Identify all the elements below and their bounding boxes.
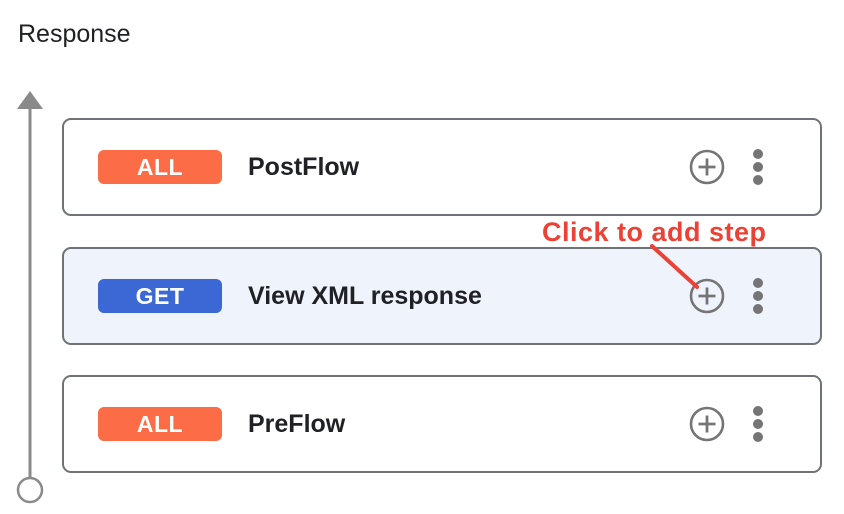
add-step-button[interactable] <box>688 405 726 443</box>
add-step-button[interactable] <box>688 277 726 315</box>
timeline-start-circle <box>16 476 44 504</box>
flow-card-preflow[interactable]: ALL PreFlow <box>62 375 822 473</box>
flow-name: View XML response <box>248 281 482 310</box>
plus-circle-icon <box>688 149 726 189</box>
flow-card-postflow[interactable]: ALL PostFlow <box>62 118 822 216</box>
annotation-pointer-line <box>650 244 699 289</box>
method-badge: ALL <box>98 150 222 184</box>
flow-timeline-arrow <box>16 91 44 504</box>
more-options-button[interactable] <box>752 147 764 187</box>
arrow-up-icon <box>17 91 43 109</box>
method-badge: ALL <box>98 407 222 441</box>
more-options-button[interactable] <box>752 404 764 444</box>
more-options-button[interactable] <box>752 276 764 316</box>
plus-circle-icon <box>688 278 726 318</box>
page-title: Response <box>18 20 131 48</box>
flow-name: PostFlow <box>248 152 360 181</box>
kebab-menu-icon <box>752 406 764 447</box>
flow-card-view-xml-response[interactable]: GET View XML response <box>62 247 822 345</box>
kebab-menu-icon <box>752 149 764 190</box>
add-step-button[interactable] <box>688 148 726 186</box>
plus-circle-icon <box>688 406 726 446</box>
kebab-menu-icon <box>752 278 764 319</box>
method-badge: GET <box>98 279 222 313</box>
flow-name: PreFlow <box>248 409 346 438</box>
annotation-text: Click to add step <box>542 217 767 247</box>
